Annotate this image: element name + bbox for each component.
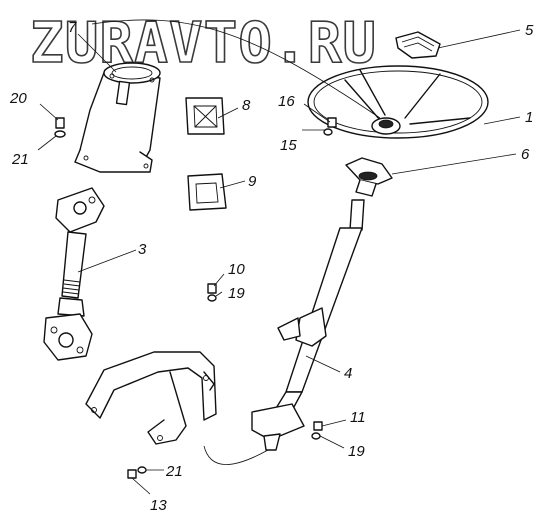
callout-6: 6 <box>521 146 530 163</box>
callout-8: 8 <box>242 97 251 114</box>
callout-15: 15 <box>280 137 297 154</box>
part-9-seal <box>187 173 227 211</box>
callout-9: 9 <box>248 173 257 190</box>
part-1-steering-wheel <box>307 65 489 139</box>
part-7-column-housing <box>74 62 161 173</box>
callout-4: 4 <box>344 365 352 382</box>
bracket <box>85 351 217 445</box>
fastener-13-21 <box>127 466 147 479</box>
leader-lines <box>37 19 521 495</box>
part-3-intermediate-shaft <box>43 187 105 361</box>
fastener-15-16 <box>323 117 337 136</box>
fastener-10-19 <box>207 283 217 302</box>
callout-13: 13 <box>150 497 167 514</box>
callout-5: 5 <box>525 22 534 39</box>
part-5-horn-cap <box>395 31 441 59</box>
callout-11: 11 <box>350 409 366 426</box>
callout-21-upper: 21 <box>11 151 29 168</box>
fastener-11-19 <box>311 421 323 440</box>
callout-19-upper: 19 <box>228 285 245 302</box>
callout-1: 1 <box>525 109 533 126</box>
callout-16: 16 <box>278 93 295 110</box>
callout-21-lower: 21 <box>165 463 183 480</box>
callout-10: 10 <box>228 261 245 278</box>
callout-7: 7 <box>68 19 77 36</box>
part-4-steering-column <box>203 199 365 465</box>
callout-19-lower: 19 <box>348 443 365 460</box>
callout-20: 20 <box>9 90 27 107</box>
part-6-top-collar <box>345 157 393 197</box>
callout-3: 3 <box>138 241 147 258</box>
fastener-20-21 <box>54 117 66 138</box>
part-8-seal <box>185 97 225 135</box>
watermark-text: ZURAVTO.RU <box>30 11 377 76</box>
